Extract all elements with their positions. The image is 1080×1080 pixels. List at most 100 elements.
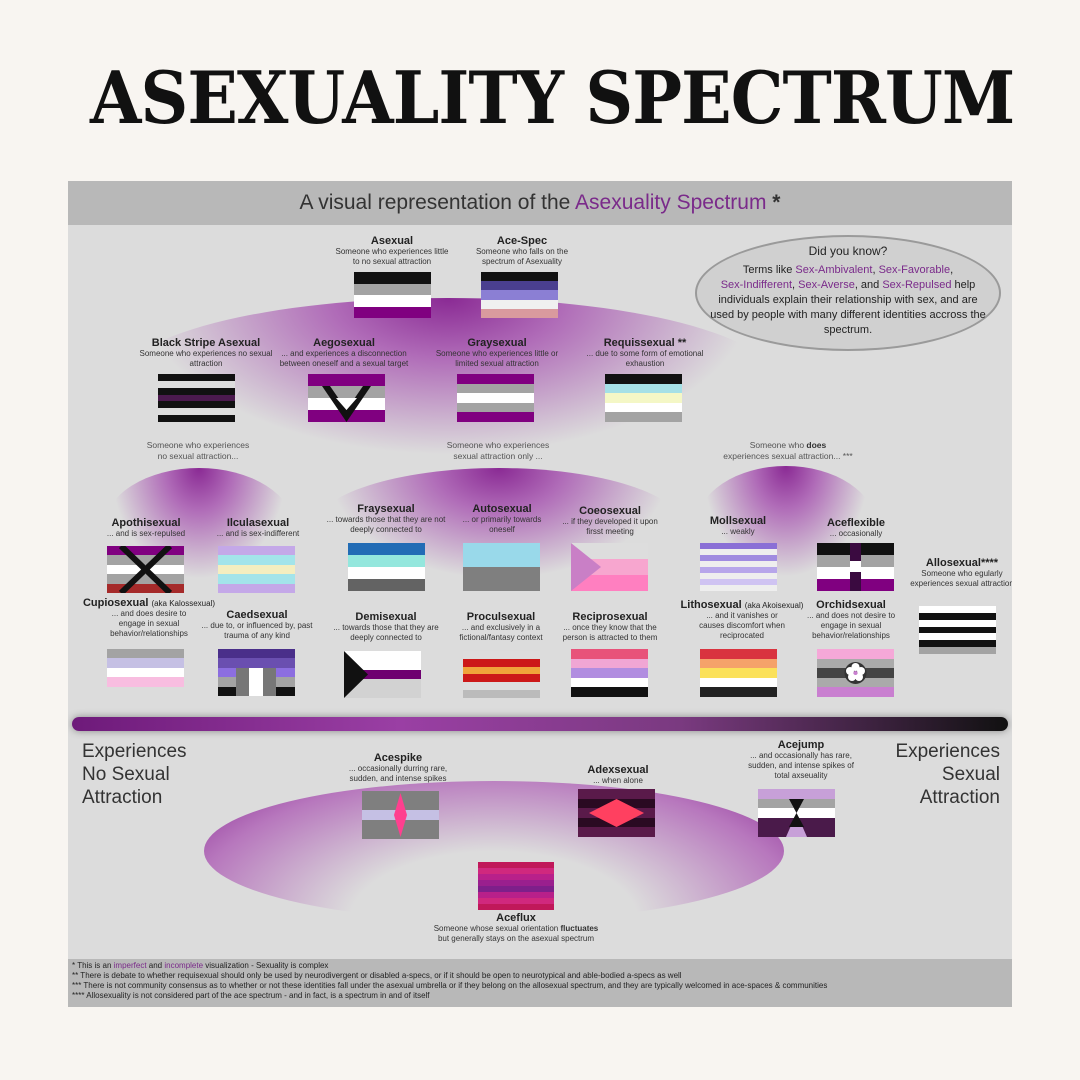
header-highlight: Asexuality Spectrum [575, 191, 767, 214]
orchid-flower-icon [844, 662, 867, 684]
black-stripe-name: Black Stripe Asexual [151, 337, 261, 349]
graysexual-flag [457, 374, 534, 422]
did-you-know-body: Terms like Sex-Ambivalent, Sex-Favorable… [697, 263, 999, 338]
page-title: ASEXUALITY SPECTRUM [90, 55, 1015, 140]
black-stripe-desc: Someone who experiences no sexual attrac… [139, 349, 273, 368]
fraysexual-desc: ... towards those that they are not deep… [326, 515, 446, 534]
header-prefix: A visual representation of the [299, 191, 576, 214]
term-sex-favorable: Sex-Favorable [878, 264, 951, 276]
demisexual-entry: Demisexual ... towards those that they a… [324, 611, 448, 643]
black-stripe-flag [158, 374, 235, 422]
asexual-name: Asexual [370, 235, 414, 247]
sexual-attraction-label: Experiences Sexual Attraction [895, 741, 1000, 808]
acespike-name: Acespike [373, 752, 423, 764]
demisexual-flag [344, 651, 421, 698]
allosexual-desc: Someone who egularly experiences sexual … [910, 569, 1012, 588]
footnote-4: **** Allosexuality is not considered par… [72, 991, 430, 1000]
no-attraction-line2: no sexual attraction... [157, 451, 239, 461]
acespec-name: Ace-Spec [496, 235, 548, 247]
acejump-desc: ... and occasionally has rare, sudden, a… [748, 751, 854, 780]
adexsexual-diamond [589, 799, 644, 827]
coeosexual-chevron [571, 543, 601, 591]
acespike-entry: Acespike ... occasionally durring rare, … [336, 752, 460, 784]
aceflux-desc-2: but generally stays on the asexual spect… [437, 934, 595, 943]
panel-header: A visual representation of the Asexualit… [68, 181, 1012, 225]
dyk-text: Terms like [742, 264, 796, 276]
demisexual-name: Demisexual [355, 611, 417, 623]
aegosexual-triangle [322, 386, 371, 422]
adexsexual-name: Adexsexual [587, 764, 649, 776]
lithosexual-name: Lithosexual (aka Akoisexual) [670, 599, 814, 611]
spectrum-panel: A visual representation of the Asexualit… [68, 181, 1012, 1007]
does-attraction-line2: experiences sexual attraction... *** [723, 451, 853, 461]
autosexual-entry: Autosexual ... or primarily towards ones… [452, 503, 552, 535]
aceflexible-center [850, 561, 861, 572]
caedsexual-name: Caedsexual [226, 609, 288, 621]
asexual-desc: Someone who experiences little to no sex… [335, 247, 449, 266]
aceflux-emphasis: fluctuates [560, 924, 599, 933]
requissexual-entry: Requissexual ** ... due to some form of … [580, 337, 710, 369]
dyk-text: , [872, 264, 879, 276]
cupiosexual-name: Cupiosexual (aka Kalossexual) [74, 597, 224, 609]
graysexual-entry: Graysexual Someone who experiences littl… [432, 337, 562, 369]
dyk-text: help individuals explain their relations… [710, 279, 986, 336]
footnote-1: * This is an imperfect and incomplete vi… [72, 961, 1008, 971]
autosexual-flag [463, 543, 540, 591]
coeosexual-desc: ... if they developed it upon firsst mee… [562, 517, 658, 536]
adexsexual-flag [578, 789, 655, 837]
caedsexual-gap [249, 668, 263, 696]
proculsexual-desc: ... and exclusively in a fictional/fanta… [459, 623, 543, 642]
footnote-imperfect: imperfect [113, 961, 147, 970]
acespike-diamond [394, 793, 407, 837]
caedsexual-entry: Caedsexual ... due to, or influenced by,… [196, 609, 318, 641]
aegosexual-name: Aegosexual [313, 337, 375, 349]
did-you-know-bubble: Did you know? Terms like Sex-Ambivalent,… [695, 235, 1001, 351]
caedsexual-desc: ... due to, or influenced by, past traum… [201, 621, 313, 640]
acespike-desc: ... occasionally durring rare, sudden, a… [348, 764, 448, 783]
demisexual-desc: ... towards those that they are deeply c… [333, 623, 439, 642]
caedsexual-flag [218, 649, 295, 696]
fraysexual-entry: Fraysexual ... towards those that they a… [324, 503, 448, 535]
proculsexual-flag [463, 651, 540, 698]
asexual-flag [354, 272, 431, 318]
mollsexual-desc: ... weakly [721, 527, 755, 536]
acespec-entry: Ace-Spec Someone who falls on the spectr… [462, 235, 582, 267]
does-emphasis: does [806, 440, 827, 450]
aegosexual-flag [308, 374, 385, 422]
mollsexual-entry: Mollsexual ... weakly [694, 515, 782, 537]
footnote-3: *** There is not community consensus as … [72, 981, 828, 990]
term-sex-averse: Sex-Averse [798, 279, 855, 291]
proculsexual-name: Proculsexual [466, 611, 536, 623]
graysexual-desc: Someone who experiences little or limite… [435, 349, 559, 368]
fraysexual-flag [348, 543, 425, 591]
aceflux-desc-1: Someone whose sexual orientation [433, 924, 561, 933]
spectrum-bar [72, 717, 1008, 731]
header-suffix: * [766, 191, 781, 214]
aegosexual-desc: ... and experiences a disconnection betw… [279, 349, 409, 368]
acejump-flag [758, 789, 835, 837]
coeosexual-name: Coeosexual [579, 505, 641, 517]
aceflexible-entry: Aceflexible ... occasionally [808, 517, 904, 539]
reciprosexual-flag [571, 649, 648, 697]
coeosexual-flag [571, 543, 648, 591]
apothisexual-desc: ... and is sex-repulsed [106, 529, 186, 538]
reciprosexual-entry: Reciprosexual ... once they know that th… [554, 611, 666, 643]
lithosexual-aka: (aka Akoisexual) [744, 601, 804, 610]
allosexual-name: Allosexual**** [925, 557, 999, 569]
adexsexual-entry: Adexsexual ... when alone [568, 764, 668, 786]
apothisexual-name: Apothisexual [111, 517, 181, 529]
proculsexual-entry: Proculsexual ... and exclusively in a fi… [444, 611, 558, 643]
adexsexual-desc: ... when alone [593, 776, 643, 785]
aegosexual-entry: Aegosexual ... and experiences a disconn… [270, 337, 418, 369]
black-stripe-entry: Black Stripe Asexual Someone who experie… [136, 337, 276, 369]
lithosexual-flag [700, 649, 777, 697]
ilculasexual-entry: Ilculasexual ... and is sex-indifferent [208, 517, 308, 539]
apothisexual-flag [107, 546, 184, 593]
aceflexible-name: Aceflexible [826, 517, 886, 529]
lithosexual-name-text: Lithosexual [680, 599, 742, 611]
requissexual-desc: ... due to some form of emotional exhaus… [586, 349, 704, 368]
requissexual-flag [605, 374, 682, 422]
apothisexual-x [118, 546, 173, 593]
